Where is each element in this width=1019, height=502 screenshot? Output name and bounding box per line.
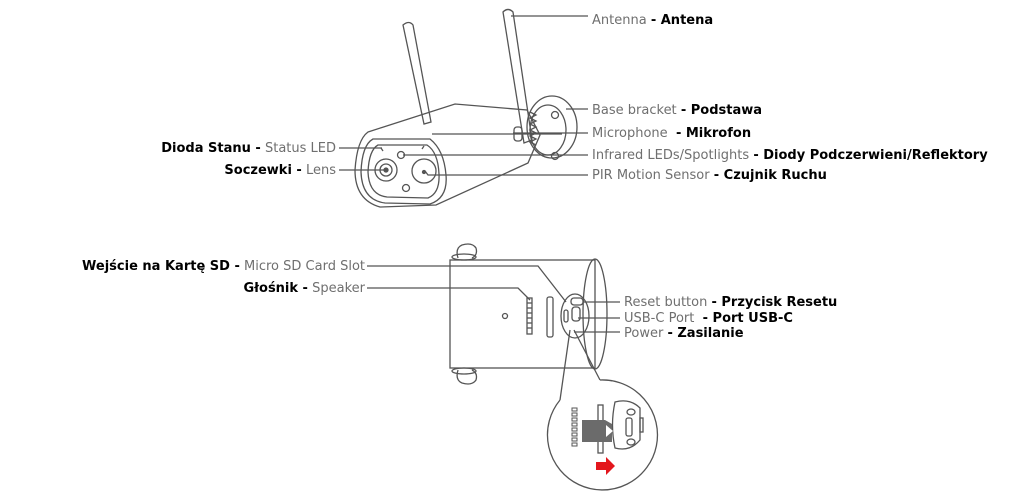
sd-slot (546, 296, 554, 338)
camera-body (354, 103, 541, 208)
insert-arrow-icon (596, 457, 615, 475)
label-infrared: Infrared LEDs/Spotlights - Diody Podczer… (592, 148, 988, 163)
label-sd-slot: Wejście na Kartę SD - Micro SD Card Slot (82, 259, 365, 274)
camera-front-illustration (354, 8, 578, 208)
camera-bottom-body (449, 259, 596, 369)
antenna-back (402, 21, 432, 125)
label-microphone: Microphone - Mikrofon (592, 126, 752, 141)
speaker-grille (526, 297, 533, 335)
label-base-bracket: Base bracket - Podstawa (592, 103, 763, 118)
camera-front-face (360, 138, 447, 205)
antenna-front (502, 8, 533, 144)
label-status-led: Dioda Stanu - Status LED (161, 141, 336, 156)
label-reset: Reset button - Przycisk Resetu (624, 295, 838, 310)
sd-card-icon (582, 420, 612, 442)
play-arrow-icon (606, 425, 613, 437)
label-lens: Soczewki - Lens (224, 163, 336, 178)
camera-bottom-illustration (449, 243, 608, 385)
label-antenna: Antenna - Antena (592, 13, 714, 28)
label-pir: PIR Motion Sensor - Czujnik Ruchu (592, 168, 827, 183)
label-usbc: USB-C Port - Port USB-C (624, 311, 793, 326)
pir-sensor (411, 158, 437, 184)
label-speaker: Głośnik - Speaker (243, 281, 365, 296)
label-power: Power - Zasilanie (624, 326, 744, 341)
zoom-callout (546, 379, 659, 491)
